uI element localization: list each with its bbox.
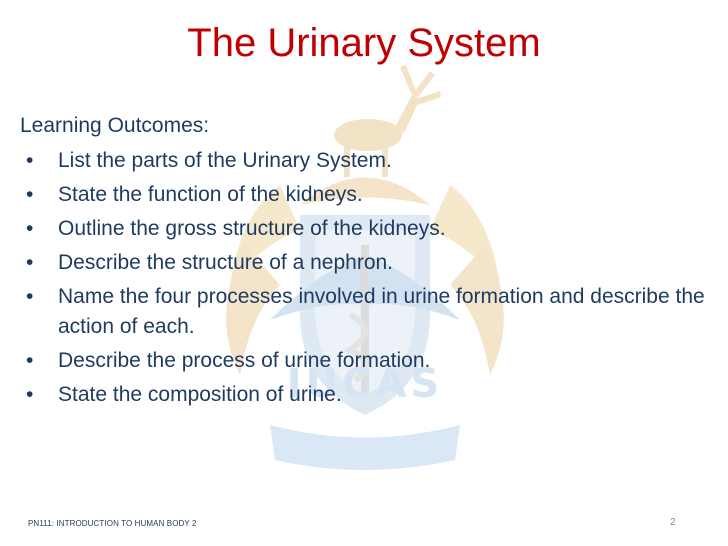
list-item: • List the parts of the Urinary System. — [20, 146, 710, 176]
bullet-icon: • — [26, 349, 34, 372]
list-item: • Describe the process of urine formation… — [20, 346, 710, 376]
list-item-text: State the function of the kidneys. — [58, 183, 363, 206]
page-number: 2 — [670, 517, 676, 528]
learning-outcomes-list: • List the parts of the Urinary System. •… — [20, 146, 710, 414]
slide-title: The Urinary System — [187, 21, 541, 65]
list-item-text: Name the four processes involved in urin… — [58, 285, 705, 338]
list-item-text: Describe the process of urine formation. — [58, 349, 431, 372]
list-item: • State the composition of urine. — [20, 380, 710, 410]
bullet-icon: • — [26, 251, 34, 274]
list-item: • Outline the gross structure of the kidn… — [20, 214, 710, 244]
bullet-icon: • — [26, 217, 34, 240]
bullet-icon: • — [26, 285, 34, 308]
list-item: • Name the four processes involved in uri… — [20, 282, 710, 342]
slide-footer: PN111: INTRODUCTION TO HUMAN BODY 2 — [28, 519, 197, 528]
bullet-icon: • — [26, 383, 34, 406]
list-item-text: Describe the structure of a nephron. — [58, 251, 394, 274]
bullet-icon: • — [26, 183, 34, 206]
list-item-text: Outline the gross structure of the kidne… — [58, 217, 446, 240]
bullet-icon: • — [26, 149, 34, 172]
list-item: • Describe the structure of a nephron. — [20, 248, 710, 278]
list-item-text: State the composition of urine. — [58, 383, 342, 406]
crest-watermark-icon: IUCAS — [226, 65, 504, 470]
list-item-text: List the parts of the Urinary System. — [58, 149, 392, 172]
watermark-lettering: IUCAS — [287, 361, 443, 407]
list-item: • State the function of the kidneys. — [20, 180, 710, 210]
learning-outcomes-heading: Learning Outcomes: — [20, 114, 210, 137]
